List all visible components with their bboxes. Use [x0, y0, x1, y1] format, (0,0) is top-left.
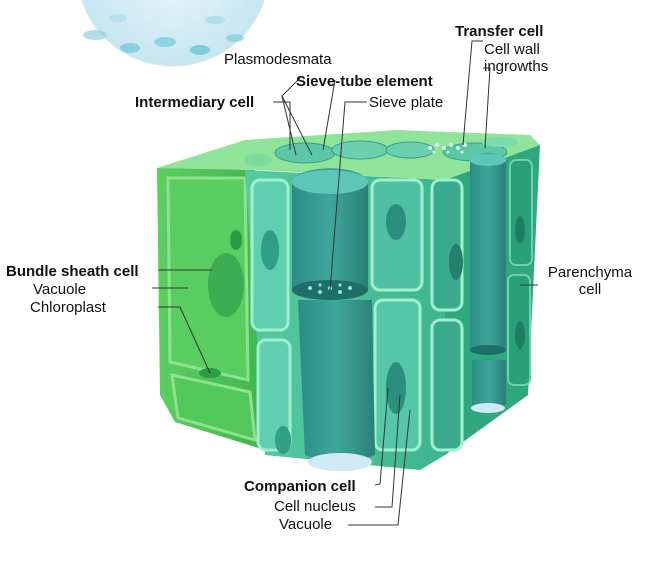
bundle-sheath-cells — [166, 176, 257, 443]
intermediary-cell-label: Intermediary cell — [135, 94, 255, 111]
leader-lines — [152, 40, 538, 526]
sieve-tube-element-main — [292, 168, 375, 471]
tube-lumen-bottom — [308, 453, 372, 471]
bundle-sheath-cell-label: Bundle sheath cell — [6, 263, 139, 280]
cell-wall-ingrowths — [428, 143, 467, 154]
chloroplast-label: Chloroplast — [30, 299, 106, 316]
vacuole-left-label: Vacuole — [33, 281, 87, 298]
companion-cells — [250, 159, 533, 454]
chloroplast-top — [230, 230, 242, 250]
cell-nucleus-label: Cell nucleus — [274, 498, 356, 515]
cell-wall-ingrowths-label: Cell wall ingrowths — [484, 41, 549, 75]
companion-cell-label: Companion cell — [244, 478, 356, 495]
transfer-cell-label: Transfer cell — [455, 23, 544, 40]
sieve-plate-label: Sieve plate — [369, 94, 444, 111]
vacuole-bottom-label: Vacuole — [279, 516, 333, 533]
sieve-tube-element-right — [470, 153, 506, 413]
parenchyma-cell-label: Parenchyma cell — [547, 264, 633, 298]
sieve-tube-element-label: Sieve-tube element — [296, 73, 433, 90]
micrograph-inset — [81, 0, 265, 67]
plasmodesmata-label: Plasmodesmata — [224, 51, 332, 68]
cell-nucleus — [386, 362, 406, 414]
